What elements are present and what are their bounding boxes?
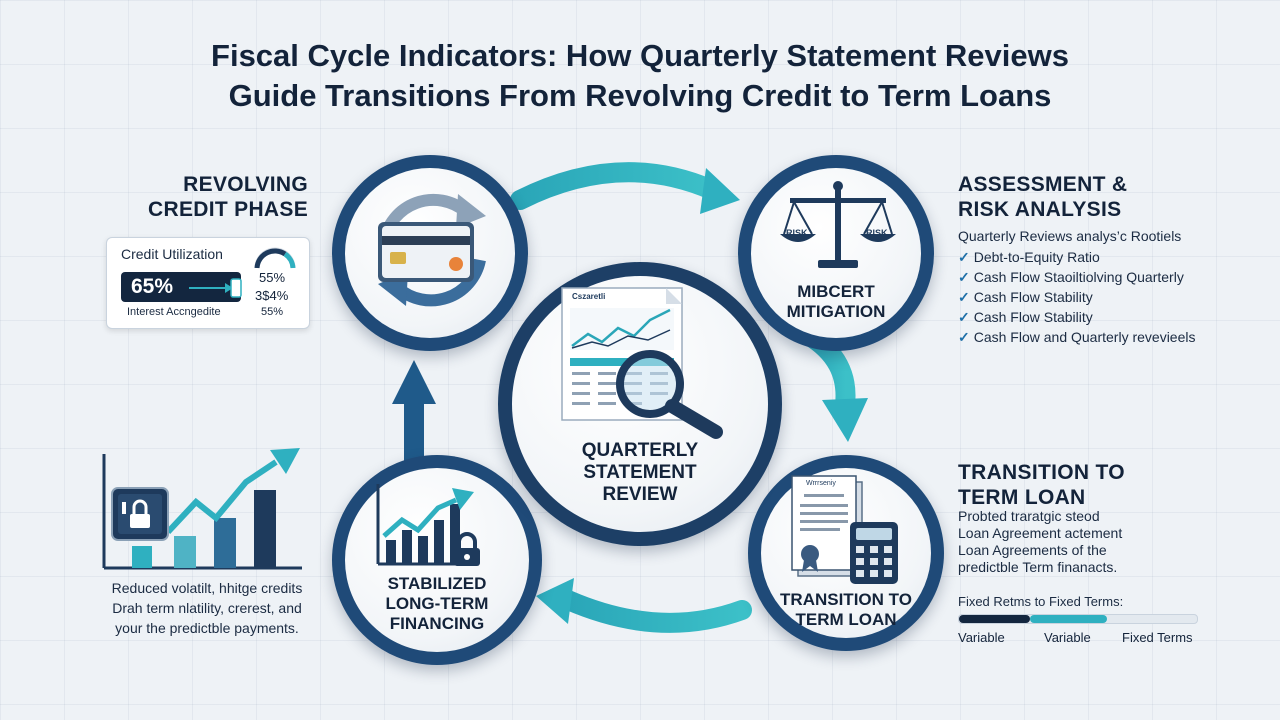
transition-desc-line-4: predictble Term finanacts. bbox=[958, 559, 1118, 575]
transition-circle-line-2: TERM LOAN bbox=[795, 610, 897, 629]
revolving-heading-line-1: REVOLVING bbox=[183, 173, 308, 196]
assessment-heading-line-2: RISK ANALYSIS bbox=[958, 198, 1122, 221]
check-item: ✓Cash Flow Stability bbox=[958, 309, 1093, 325]
stabilized-description: Reduced volatilt, hhitge credits Drah te… bbox=[96, 578, 318, 638]
stabilized-desc-line-2: Drah term nlatility, crerest, and bbox=[112, 600, 302, 616]
arrow-top bbox=[510, 162, 722, 210]
check-item: ✓Cash Flow Stability bbox=[958, 289, 1093, 305]
credit-card-icon bbox=[378, 222, 474, 282]
check-icon: ✓ bbox=[958, 309, 970, 325]
mitigation-line-1: MIBCERT bbox=[797, 282, 875, 301]
stabilized-desc-line-1: Reduced volatilt, hhitge credits bbox=[111, 580, 303, 596]
terms-label-1: Variable bbox=[958, 630, 1005, 645]
transition-desc-line-3: Loan Agreements of the bbox=[958, 542, 1107, 558]
arrow-right-head bbox=[822, 398, 868, 442]
transition-circle-label: TRANSITION TO TERM LOAN bbox=[766, 590, 926, 630]
risk-label-right: RISK bbox=[866, 228, 888, 238]
check-icon: ✓ bbox=[958, 289, 970, 305]
check-icon: ✓ bbox=[958, 249, 970, 265]
terms-label-2: Variable bbox=[1044, 630, 1091, 645]
revolving-circle bbox=[332, 155, 528, 351]
page-title: Fiscal Cycle Indicators: How Quarterly S… bbox=[0, 36, 1280, 116]
arrow-bottom bbox=[558, 590, 752, 633]
magnifier-icon bbox=[616, 350, 723, 439]
transition-desc-line-1: Probted traratgic steod bbox=[958, 508, 1100, 524]
growth-chart-icon bbox=[376, 484, 478, 566]
stabilized-line-2: LONG-TERM bbox=[385, 594, 489, 613]
transition-heading-line-1: TRANSITION TO bbox=[958, 461, 1125, 484]
padlock-icon bbox=[454, 532, 480, 566]
utilization-stat-2: 3$4% bbox=[255, 288, 289, 303]
transition-description: Probted traratgic steod Loan Agreement a… bbox=[958, 508, 1258, 576]
risk-label-left: RISK bbox=[786, 228, 808, 238]
arrow-right-icon bbox=[189, 278, 242, 298]
interest-label: Interest Accngedite bbox=[127, 306, 221, 318]
terms-segment-variable-2 bbox=[1030, 615, 1107, 623]
stabilized-chart bbox=[102, 448, 302, 570]
transition-heading: TRANSITION TO TERM LOAN bbox=[958, 460, 1258, 510]
terms-track bbox=[958, 614, 1198, 624]
center-line-2: STATEMENT bbox=[583, 462, 697, 483]
arrow-left-head bbox=[392, 360, 436, 404]
center-line-3: REVIEW bbox=[602, 484, 678, 505]
assessment-intro: Quarterly Reviews analys’c Rootiels bbox=[958, 228, 1182, 244]
arrow-top-head bbox=[700, 168, 740, 214]
stabilized-desc-line-3: your the predictble payments. bbox=[115, 620, 299, 636]
utilization-stat-1: 55% bbox=[259, 270, 286, 285]
title-line-2: Guide Transitions From Revolving Credit … bbox=[228, 78, 1052, 113]
gauge-icon bbox=[254, 247, 296, 269]
check-item: ✓Cash Flow and Quarterly revevieels bbox=[958, 329, 1196, 345]
arrow-bottom-head bbox=[536, 578, 574, 624]
terms-segment-variable bbox=[959, 615, 1031, 623]
center-label: QUARTERLY STATEMENT REVIEW bbox=[548, 440, 732, 506]
calculator-icon bbox=[850, 522, 898, 584]
check-icon: ✓ bbox=[958, 269, 970, 285]
terms-label: Fixed Retms to Fixed Terms: bbox=[958, 594, 1124, 609]
stabilized-line-1: STABILIZED bbox=[387, 574, 487, 593]
stabilized-line-3: FINANCING bbox=[389, 614, 485, 633]
mitigation-label: MIBCERT MITIGATION bbox=[756, 282, 916, 322]
credit-utilization-card: Credit Utilization 65% 55% 3$4% 55% Inte… bbox=[106, 237, 310, 329]
assessment-heading-line-1: ASSESSMENT & bbox=[958, 173, 1128, 196]
stabilized-label: STABILIZED LONG-TERM FINANCING bbox=[352, 574, 522, 634]
title-line-1: Fiscal Cycle Indicators: How Quarterly S… bbox=[211, 38, 1069, 73]
check-item: ✓Cash Flow Staoiltiolving Quarterly bbox=[958, 269, 1184, 285]
utilization-stat-3: 55% bbox=[261, 306, 284, 318]
transition-desc-line-2: Loan Agreement actement bbox=[958, 525, 1123, 541]
mitigation-line-2: MITIGATION bbox=[786, 302, 886, 321]
assessment-heading: ASSESSMENT & RISK ANALYSIS bbox=[958, 172, 1258, 222]
credit-utilization-label: Credit Utilization bbox=[121, 246, 223, 262]
balance-scale-icon bbox=[780, 181, 896, 268]
revolving-heading-line-2: CREDIT PHASE bbox=[148, 198, 308, 221]
check-item: ✓Debt-to-Equity Ratio bbox=[958, 249, 1100, 265]
transition-circle-line-1: TRANSITION TO bbox=[780, 590, 912, 609]
utilization-value: 65% bbox=[131, 275, 174, 298]
terms-label-3: Fixed Terms bbox=[1122, 630, 1193, 645]
check-icon: ✓ bbox=[958, 329, 970, 345]
report-doc-label: Cszaretli bbox=[572, 292, 606, 301]
contract-doc-label: Wrrrseniy bbox=[806, 480, 836, 487]
center-line-1: QUARTERLY bbox=[581, 440, 699, 461]
transition-heading-line-2: TERM LOAN bbox=[958, 486, 1086, 509]
revolving-heading: REVOLVING CREDIT PHASE bbox=[120, 172, 308, 222]
